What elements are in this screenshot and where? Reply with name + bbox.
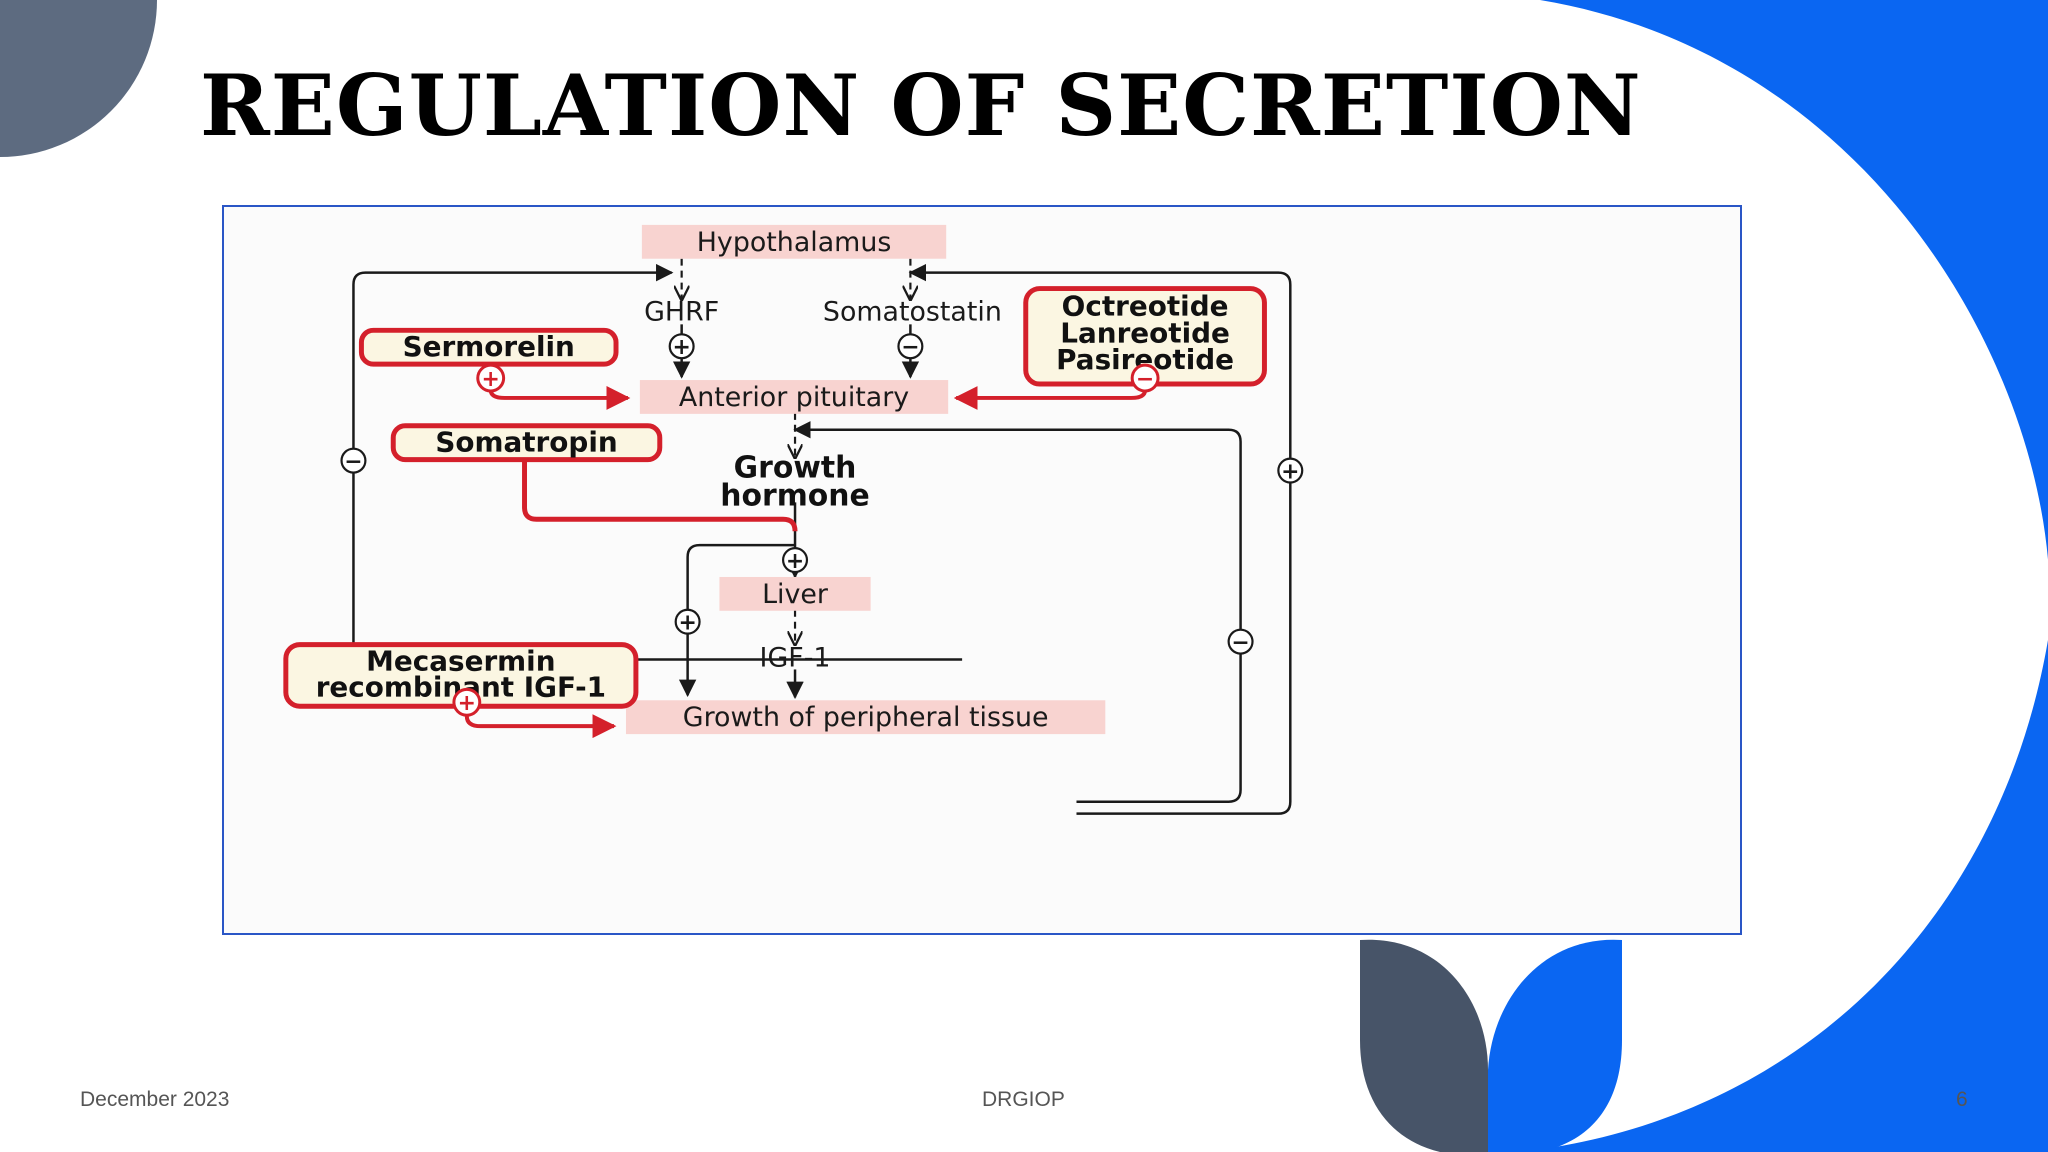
minus-sign: −	[901, 335, 919, 360]
growth-hormone-label-line2: hormone	[720, 478, 869, 513]
plus-sign: +	[1281, 460, 1299, 485]
octreotide-label: Octreotide	[1062, 289, 1229, 322]
peripheral-tissue-label: Growth of peripheral tissue	[683, 702, 1049, 733]
plus-sign: +	[482, 367, 500, 392]
sermorelin-box: Sermorelin	[358, 327, 619, 367]
somatropin-label: Somatropin	[435, 426, 617, 459]
somatostatin-inhibition-sign: −	[897, 333, 924, 360]
gh-feedback-inhibition-sign: −	[340, 447, 367, 475]
footer-center-text: DRGIOP	[982, 1088, 1065, 1111]
octreotide-pathway	[953, 386, 1148, 410]
igf1-pituitary-inhibition-sign: −	[1227, 628, 1254, 656]
ghrf-label: GHRF	[644, 296, 719, 327]
mecasermin-pathway	[464, 714, 617, 739]
corner-circle-decoration	[0, 0, 157, 157]
igf1-hypothalamus-stimulation-sign: +	[1277, 457, 1304, 485]
lanreotide-label: Lanreotide	[1060, 316, 1230, 349]
gh-to-peripheral-branch	[678, 543, 796, 698]
mecasermin-label-line1: Mecasermin	[366, 644, 555, 677]
mecasermin-stimulation-sign: +	[452, 687, 482, 717]
octreotide-inhibition-sign: −	[1130, 363, 1160, 393]
minus-sign: −	[1136, 367, 1154, 392]
liver-node: Liver	[719, 576, 871, 611]
gh-regulation-diagram: Hypothalamus Anterior pituitary Liver Gr…	[222, 205, 1742, 935]
minus-sign: −	[1231, 631, 1249, 656]
mecasermin-box: Mecasermin recombinant IGF-1	[283, 642, 639, 709]
liver-label: Liver	[762, 579, 829, 610]
igf1-feedback-line-inner	[793, 421, 1242, 803]
blue-leaf-decoration	[1488, 939, 1622, 1152]
ghrf-stimulation-sign: +	[668, 333, 695, 360]
footer-date: December 2023	[80, 1088, 230, 1111]
octreotide-lanreotide-pasireotide-box: Octreotide Lanreotide Pasireotide	[1023, 286, 1267, 387]
diagram-canvas: Hypothalamus Anterior pituitary Liver Gr…	[283, 224, 1304, 815]
page-number: 6	[1956, 1088, 1968, 1111]
peripheral-tissue-node: Growth of peripheral tissue	[625, 700, 1106, 735]
plus-sign: +	[458, 691, 476, 716]
sermorelin-stimulation-sign: +	[476, 363, 506, 393]
gh-liver-stimulation-sign: +	[782, 547, 809, 574]
slide-title: Regulation of Secretion	[200, 56, 1642, 155]
plus-sign: +	[672, 335, 690, 360]
sermorelin-label: Sermorelin	[403, 330, 575, 363]
somatropin-box: Somatropin	[390, 423, 663, 463]
sermorelin-pathway	[488, 386, 631, 410]
growth-hormone-label-line1: Growth	[734, 451, 857, 486]
hypothalamus-label: Hypothalamus	[697, 227, 892, 258]
anterior-pituitary-label: Anterior pituitary	[679, 382, 909, 413]
somatostatin-label: Somatostatin	[823, 296, 1002, 327]
plus-sign: +	[678, 611, 696, 636]
plus-sign: +	[786, 549, 804, 574]
igf1-feedback-line-outer	[908, 263, 1292, 815]
somatropin-pathway	[522, 461, 798, 532]
anterior-pituitary-node: Anterior pituitary	[639, 380, 949, 414]
hypothalamus-node: Hypothalamus	[641, 224, 947, 259]
slate-leaf-decoration	[1360, 939, 1488, 1152]
blue-arc-decoration	[1520, 0, 2048, 1152]
igf1-label: IGF-1	[760, 642, 831, 673]
minus-sign: −	[344, 450, 362, 475]
gh-peripheral-stimulation-sign: +	[674, 608, 701, 636]
